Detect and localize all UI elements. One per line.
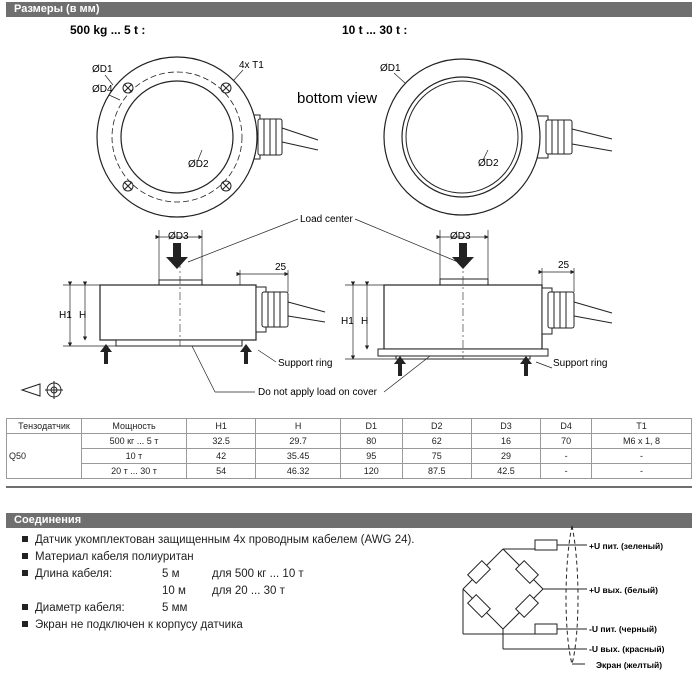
large-d2-label: ØD2: [478, 158, 499, 169]
small-d1-label: ØD1: [92, 64, 113, 75]
table-cell: 16: [470, 433, 542, 449]
col-header: Мощность: [81, 418, 187, 434]
cable-length-value: 10 м: [162, 585, 186, 597]
table-cell: 120: [339, 463, 403, 479]
table-cell: 29.7: [255, 433, 341, 449]
table-cell: 75: [401, 448, 472, 464]
small-support-ring-label: Support ring: [278, 358, 332, 369]
list-item: Материал кабеля полиуритан: [22, 549, 415, 566]
table-cell: 10 т: [81, 448, 187, 464]
list-item: Диаметр кабеля: 5 мм: [22, 600, 415, 617]
table-cell: 54: [185, 463, 257, 479]
col-header: D1: [339, 418, 403, 434]
dimension-drawings: 500 kg ... 5 t : 10 t ... 30 t : ØD1 ØD4…: [20, 23, 613, 399]
no-load-cover-label: Do not apply load on cover: [258, 387, 378, 398]
bottom-view-label: bottom view: [297, 90, 377, 107]
bullet-icon: [22, 569, 28, 576]
list-item-text: Датчик укомплектован защищенным 4х прово…: [35, 534, 415, 546]
table-row: Q50 500 кг ... 5 т 32.5 29.7 80 62 16 70…: [6, 433, 692, 479]
top-view-large: [383, 58, 613, 216]
bullet-icon: [22, 603, 28, 610]
range-large-label: 10 t ... 30 t :: [342, 23, 407, 37]
side-view-large: [345, 230, 613, 376]
wire-label-minus-output: -U вых. (красный): [589, 644, 665, 654]
small-25-label: 25: [275, 262, 287, 273]
cable-length-label: Длина кабеля:: [35, 568, 113, 580]
table-cell: 42.5: [470, 463, 542, 479]
cable-length-for: для 20 ... 30 т: [212, 585, 285, 597]
large-d1-label: ØD1: [380, 63, 401, 74]
load-center-label: Load center: [300, 214, 353, 225]
connections-list: Датчик укомплектован защищенным 4х прово…: [22, 532, 415, 634]
wire-label-plus-supply: +U пит. (зеленый): [589, 541, 663, 551]
col-header: H1: [185, 418, 257, 434]
table-cell: 87.5: [401, 463, 472, 479]
cable-length-for: для 500 кг ... 10 т: [212, 568, 304, 580]
table-cell: 35.45: [255, 448, 341, 464]
wire-label-minus-supply: -U пит. (черный): [589, 624, 657, 634]
small-d4-label: ØD4: [92, 84, 113, 95]
col-header: D4: [540, 418, 592, 434]
table-row: 20 т ... 30 т 54 46.32 120 87.5 42.5 - -: [7, 463, 692, 479]
side-view-small: [63, 230, 326, 364]
small-h-label: H: [79, 310, 86, 321]
cover-warning-callout: [191, 345, 431, 393]
spec-table: Тензодатчик Мощность H1 H D1 D2 D3 D4 T1…: [6, 418, 692, 479]
projection-symbol-icon: [20, 381, 63, 399]
table-cell: 62: [401, 433, 472, 449]
cable-length-value: 5 м: [162, 568, 180, 580]
col-header: H: [255, 418, 341, 434]
table-cell: -: [540, 463, 592, 479]
bullet-icon: [22, 552, 28, 559]
list-item: Длина кабеля: 5 м для 500 кг ... 10 т: [22, 566, 415, 583]
table-row: 10 т 42 35.45 95 75 29 - -: [7, 448, 692, 464]
wire-label-shield: Экран (желтый): [596, 660, 662, 670]
diameter-label: Диаметр кабеля:: [35, 602, 125, 614]
wire-label-plus-output: +U вых. (белый): [589, 585, 658, 595]
col-header: D2: [401, 418, 472, 434]
section-divider: [6, 486, 692, 488]
small-d2-label: ØD2: [188, 159, 209, 170]
range-small-label: 500 kg ... 5 t :: [70, 23, 145, 37]
table-cell: 70: [540, 433, 592, 449]
col-header: Тензодатчик: [6, 418, 82, 434]
table-cell: 46.32: [255, 463, 341, 479]
list-item: 10 м для 20 ... 30 т: [22, 583, 415, 600]
table-cell: 29: [470, 448, 542, 464]
col-header: D3: [470, 418, 542, 434]
table-cell: 80: [339, 433, 403, 449]
table-cell: M6 x 1, 8: [591, 433, 692, 449]
table-header-row: Тензодатчик Мощность H1 H D1 D2 D3 D4 T1: [6, 418, 692, 434]
large-h-label: H: [361, 316, 368, 327]
table-cell: 95: [339, 448, 403, 464]
table-cell: -: [540, 448, 592, 464]
large-support-ring-label: Support ring: [553, 358, 607, 369]
large-d3-label: ØD3: [450, 231, 471, 242]
table-cell: -: [591, 448, 692, 464]
table-cell: 42: [185, 448, 257, 464]
large-25-label: 25: [558, 260, 570, 271]
list-item: Датчик укомплектован защищенным 4х прово…: [22, 532, 415, 549]
diameter-value: 5 мм: [162, 602, 188, 614]
wiring-diagram: +U пит. (зеленый) +U вых. (белый) -U пит…: [462, 525, 665, 670]
list-item-text: Материал кабеля полиуритан: [35, 551, 194, 563]
table-cell: 20 т ... 30 т: [81, 463, 187, 479]
bullet-icon: [22, 620, 28, 627]
small-t1-label: 4x T1: [239, 60, 264, 71]
large-h1-label: H1: [341, 316, 354, 327]
top-view-small: [96, 56, 319, 218]
bullet-icon: [22, 535, 28, 542]
table-cell: 500 кг ... 5 т: [81, 433, 187, 449]
col-header: T1: [591, 418, 692, 434]
small-d3-label: ØD3: [168, 231, 189, 242]
small-h1-label: H1: [59, 310, 72, 321]
list-item: Экран не подключен к корпусу датчика: [22, 617, 415, 634]
dimensions-header: Размеры (в мм): [6, 2, 692, 17]
connections-header: Соединения: [6, 513, 692, 528]
table-cell: 32.5: [185, 433, 257, 449]
list-item-text: Экран не подключен к корпусу датчика: [35, 619, 243, 631]
table-cell: -: [591, 463, 692, 479]
model-cell: Q50: [6, 433, 82, 479]
